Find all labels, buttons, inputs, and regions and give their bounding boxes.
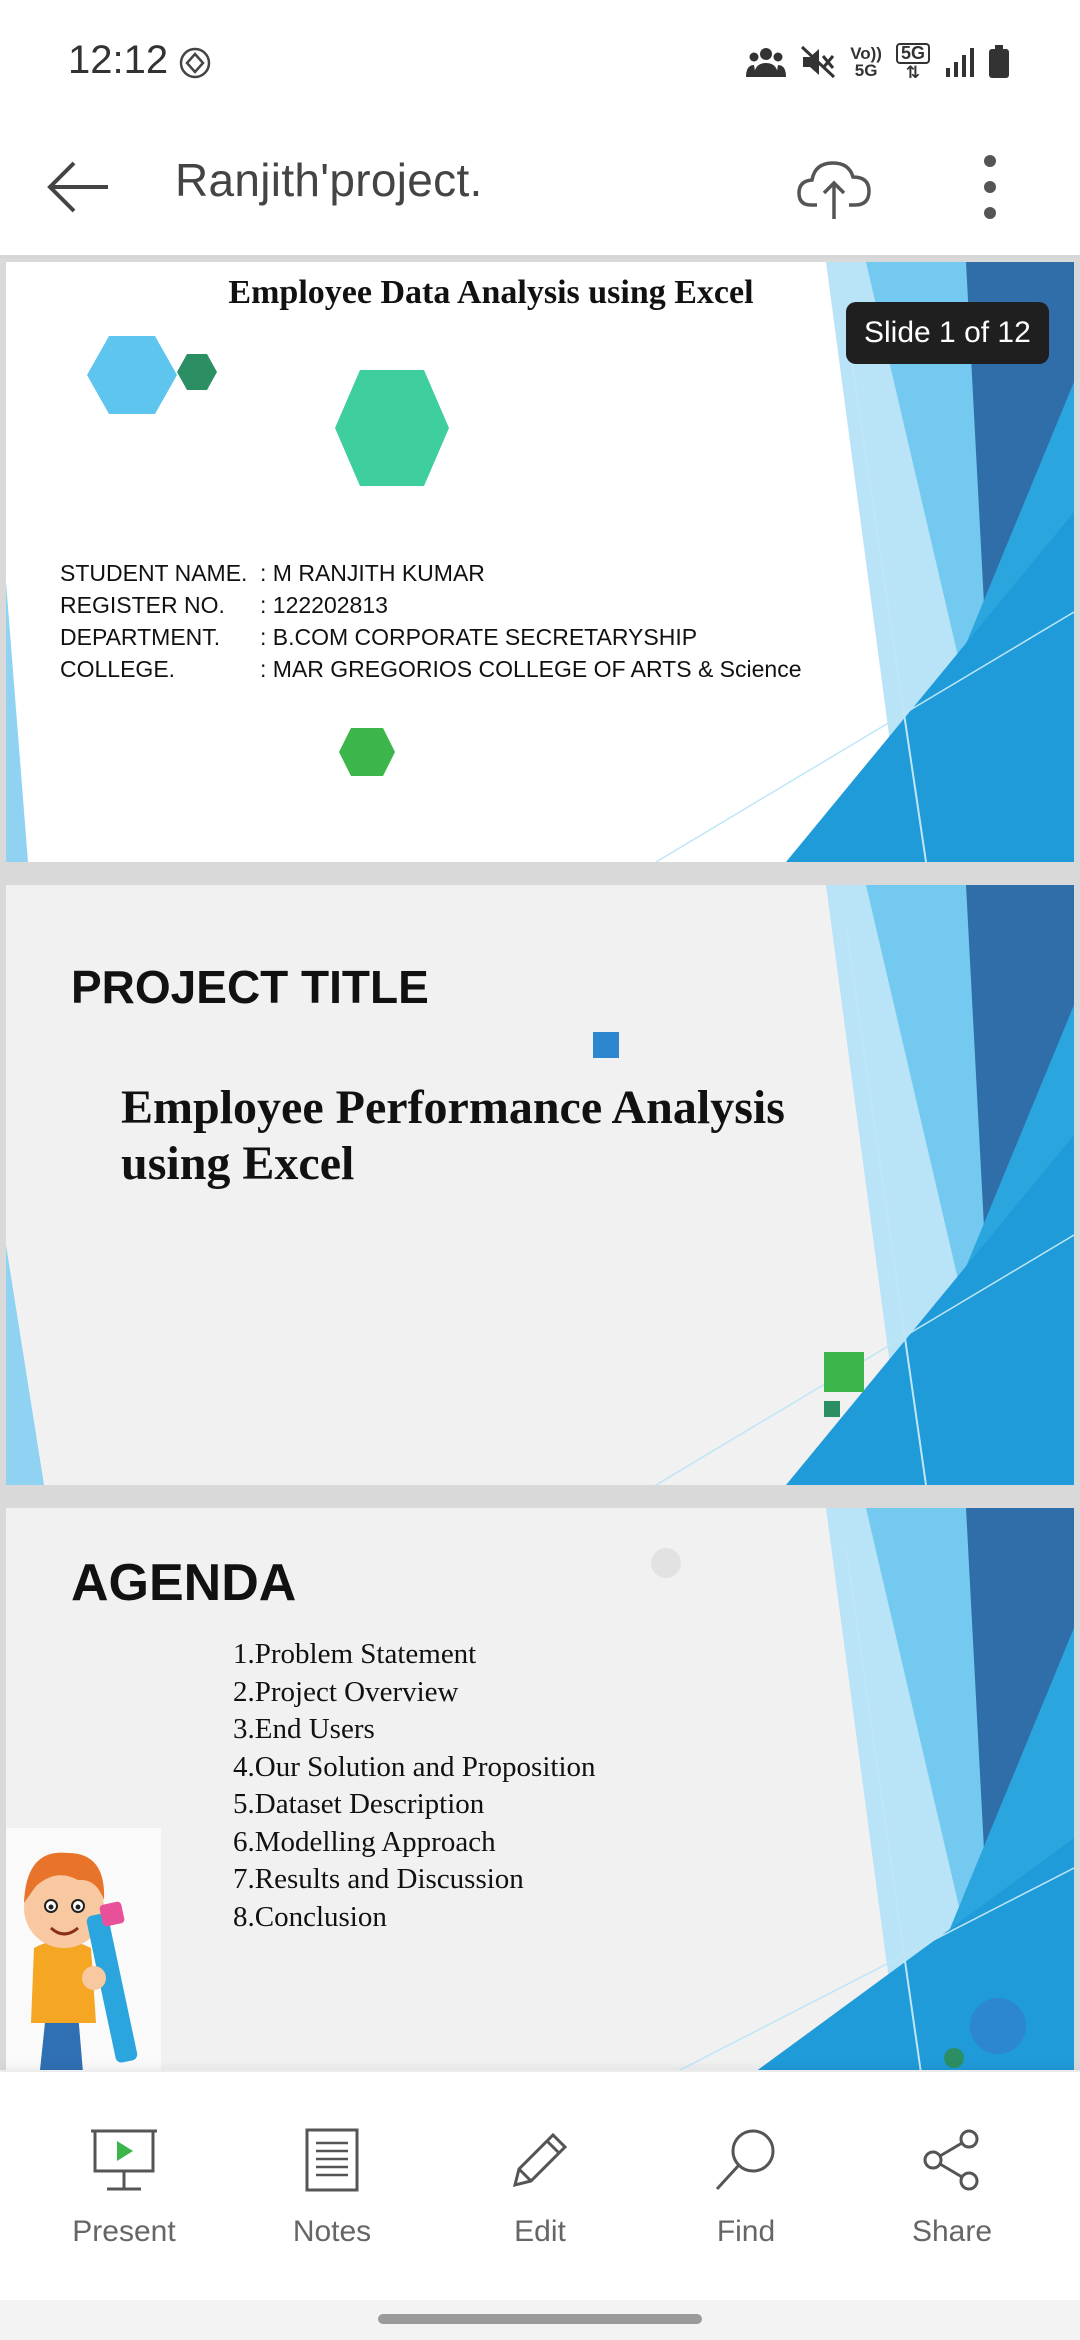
share-icon bbox=[923, 2129, 979, 2191]
slide-counter-badge: Slide 1 of 12 bbox=[846, 302, 1049, 364]
back-arrow-icon[interactable] bbox=[40, 147, 120, 227]
hexagon-shape bbox=[335, 370, 449, 486]
info-row: COLLEGE.: MAR GREGORIOS COLLEGE OF ARTS … bbox=[60, 656, 802, 682]
find-button[interactable]: Find bbox=[666, 2127, 826, 2249]
square-shape bbox=[593, 1032, 619, 1058]
slide-list[interactable]: Employee Data Analysis using Excel Slide… bbox=[0, 258, 1080, 2070]
agenda-list: 1.Problem Statement 2.Project Overview 3… bbox=[233, 1636, 596, 1936]
square-shape bbox=[824, 1352, 864, 1392]
people-icon bbox=[746, 48, 787, 77]
circle-shape bbox=[944, 2048, 964, 2068]
slide-thumbnail-1[interactable]: Employee Data Analysis using Excel Slide… bbox=[6, 262, 1074, 862]
present-button[interactable]: Present bbox=[44, 2127, 204, 2249]
cartoon-boy-illustration bbox=[6, 1828, 161, 2070]
status-bar: 12:12 Vo))5G 5G⇅ bbox=[0, 0, 1080, 125]
list-item: 3.End Users bbox=[233, 1713, 375, 1745]
mute-icon bbox=[801, 45, 836, 79]
status-time: 12:12 bbox=[68, 38, 169, 82]
list-item: 2.Project Overview bbox=[233, 1675, 459, 1708]
student-info: STUDENT NAME.: M RANJITH KUMAR REGISTER … bbox=[60, 557, 802, 685]
system-nav-bar bbox=[0, 2300, 1080, 2340]
notes-icon bbox=[305, 2128, 359, 2192]
info-row: STUDENT NAME.: M RANJITH KUMAR bbox=[60, 560, 485, 586]
more-options-icon[interactable] bbox=[960, 147, 1020, 227]
document-title: Ranjith'project. bbox=[175, 154, 483, 206]
notes-button[interactable]: Notes bbox=[252, 2127, 412, 2249]
info-row: DEPARTMENT.: B.COM CORPORATE SECRETARYSH… bbox=[60, 624, 698, 650]
circle-shape bbox=[651, 1548, 681, 1578]
pencil-icon bbox=[512, 2132, 568, 2188]
slide-background-art bbox=[6, 885, 1074, 1485]
slide-thumbnail-3[interactable]: AGENDA 1.Problem Statement 2.Project Ove… bbox=[6, 1508, 1074, 2070]
list-item: 5.Dataset Description bbox=[233, 1788, 485, 1820]
section-heading: AGENDA bbox=[71, 1554, 297, 1612]
square-shape bbox=[824, 1401, 840, 1417]
project-title: Employee Performance Analysis using Exce… bbox=[121, 1081, 785, 1190]
slide-background-art bbox=[6, 1508, 1074, 2070]
sync-icon bbox=[179, 47, 211, 79]
list-item: 8.Conclusion bbox=[233, 1900, 387, 1933]
cloud-upload-icon[interactable] bbox=[795, 147, 875, 227]
fiveg-indicator: 5G⇅ bbox=[895, 43, 930, 81]
hexagon-shape bbox=[177, 354, 217, 390]
bottom-toolbar: Present Notes Edit Find bbox=[0, 2070, 1080, 2302]
slide-background-art bbox=[6, 262, 1074, 862]
search-icon bbox=[715, 2129, 775, 2191]
present-icon bbox=[91, 2129, 157, 2191]
share-button[interactable]: Share bbox=[872, 2127, 1032, 2249]
battery-icon bbox=[989, 45, 1009, 78]
circle-shape bbox=[970, 1998, 1026, 2054]
volte-indicator: Vo))5G bbox=[850, 44, 882, 80]
edit-button[interactable]: Edit bbox=[460, 2127, 620, 2249]
list-item: 4.Our Solution and Proposition bbox=[233, 1750, 596, 1783]
list-item: 6.Modelling Approach bbox=[233, 1825, 496, 1858]
slide-thumbnail-2[interactable]: PROJECT TITLE Employee Performance Analy… bbox=[6, 885, 1074, 1485]
home-indicator[interactable] bbox=[378, 2314, 702, 2324]
status-icons: Vo))5G 5G⇅ bbox=[746, 42, 1010, 82]
list-item: 1.Problem Statement bbox=[233, 1638, 477, 1670]
app-header: Ranjith'project. bbox=[0, 125, 1080, 258]
list-item: 7.Results and Discussion bbox=[233, 1863, 524, 1895]
info-row: REGISTER NO.: 122202813 bbox=[60, 592, 388, 618]
hexagon-shape bbox=[339, 728, 395, 776]
section-heading: PROJECT TITLE bbox=[71, 961, 429, 1013]
signal-icon bbox=[946, 48, 974, 77]
slide-title: Employee Data Analysis using Excel bbox=[228, 274, 754, 311]
hexagon-shape bbox=[87, 336, 177, 414]
